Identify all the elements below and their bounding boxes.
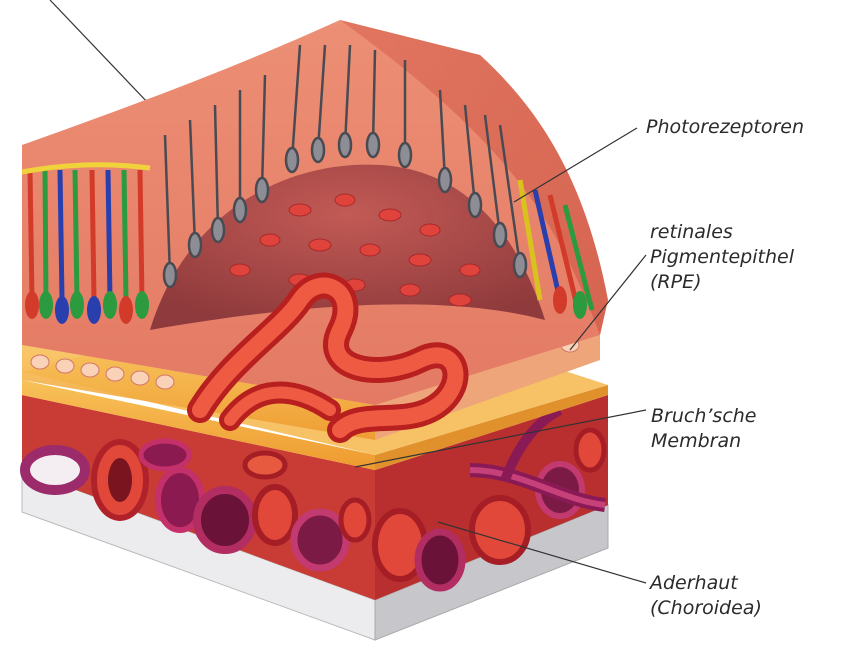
top-leader-line [50,0,150,105]
label-choroid: Aderhaut (Choroidea) [650,571,762,621]
label-rpe-line-3: (RPE) [650,270,794,295]
label-bruch-line-1: Bruch’sche [651,404,757,429]
label-photoreceptors: Photorezeptoren [646,115,804,140]
retina-layer [22,20,608,405]
label-bruch-line-2: Membran [651,429,757,454]
label-bruch-membrane: Bruch’sche Membran [651,404,757,454]
label-choroid-line-2: (Choroidea) [650,596,762,621]
label-choroid-line-1: Aderhaut [650,571,762,596]
label-rpe-line-1: retinales [650,220,794,245]
label-rpe: retinales Pigmentepithel (RPE) [650,220,794,295]
label-rpe-line-2: Pigmentepithel [650,245,794,270]
label-photoreceptors-text: Photorezeptoren [646,115,804,140]
